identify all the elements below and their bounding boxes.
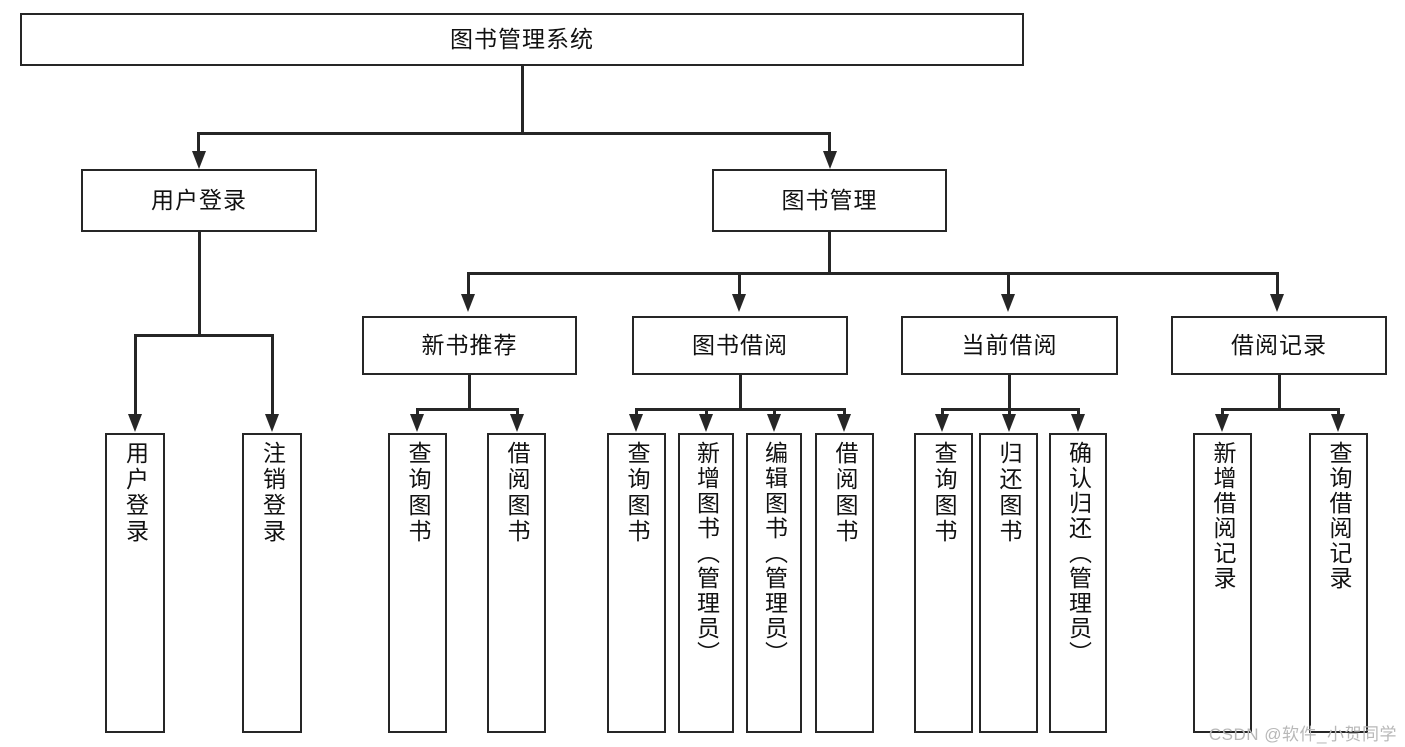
- edge-new-book-bus: [416, 408, 519, 411]
- arrow-cb-to-leaf-2: [1002, 414, 1016, 432]
- edge-bm-to-book-borrow: [738, 272, 741, 297]
- node-label: 注销登录: [259, 441, 286, 545]
- arrow-bb-to-leaf-4: [837, 414, 851, 432]
- leaf-borrow-book-new-book[interactable]: 借阅图书: [487, 433, 546, 733]
- leaf-query-book-new-book[interactable]: 查询图书: [388, 433, 447, 733]
- node-label: 新增图书（管理员）: [693, 441, 720, 666]
- edge-bb-to-leaf-3: [773, 408, 776, 417]
- edge-bb-to-leaf-4: [843, 408, 846, 417]
- node-label: 用户登录: [122, 441, 149, 545]
- edge-bm-to-new-book: [467, 272, 470, 297]
- edge-user-login-stem: [198, 232, 201, 336]
- edge-bm-to-borrow-record: [1276, 272, 1279, 297]
- edge-root-stem: [521, 66, 524, 132]
- node-label: 新增借阅记录: [1210, 441, 1236, 591]
- node-current-borrow[interactable]: 当前借阅: [901, 316, 1118, 375]
- arrow-br-to-leaf-2: [1331, 414, 1345, 432]
- node-book-borrow[interactable]: 图书借阅: [632, 316, 848, 375]
- node-borrow-record[interactable]: 借阅记录: [1171, 316, 1387, 375]
- leaf-borrow-book[interactable]: 借阅图书: [815, 433, 874, 733]
- node-label: 查询图书: [931, 441, 957, 545]
- arrow-bb-to-leaf-3: [767, 414, 781, 432]
- edge-bb-to-leaf-1: [635, 408, 638, 417]
- edge-book-borrow-stem: [739, 375, 742, 410]
- edge-user-login-to-leaf-2: [271, 334, 274, 416]
- arrow-bb-to-leaf-2: [699, 414, 713, 432]
- arrow-user-login-to-leaf-2: [265, 414, 279, 432]
- arrow-bm-to-current-borrow: [1001, 294, 1015, 312]
- arrow-root-to-user-login: [192, 151, 206, 169]
- node-label: 图书管理系统: [450, 25, 594, 52]
- arrow-cb-to-leaf-3: [1071, 414, 1085, 432]
- arrow-bm-to-book-borrow: [732, 294, 746, 312]
- edge-root-to-book-management: [828, 132, 831, 155]
- arrow-bb-to-leaf-1: [629, 414, 643, 432]
- edge-book-borrow-bus: [635, 408, 845, 411]
- node-root-book-management-system[interactable]: 图书管理系统: [20, 13, 1024, 66]
- arrow-br-to-leaf-1: [1215, 414, 1229, 432]
- node-new-book-recommend[interactable]: 新书推荐: [362, 316, 577, 375]
- node-label: 编辑图书（管理员）: [761, 441, 788, 666]
- leaf-edit-book-admin[interactable]: 编辑图书（管理员）: [746, 433, 802, 733]
- node-label: 借阅记录: [1231, 331, 1327, 358]
- edge-bb-to-leaf-2: [705, 408, 708, 417]
- edge-br-to-leaf-1: [1221, 408, 1224, 417]
- edge-current-borrow-stem: [1008, 375, 1011, 410]
- leaf-query-book-current[interactable]: 查询图书: [914, 433, 973, 733]
- arrow-nb-to-leaf-2: [510, 414, 524, 432]
- node-label: 借阅图书: [504, 441, 530, 545]
- leaf-return-book[interactable]: 归还图书: [979, 433, 1038, 733]
- edge-cb-to-leaf-2: [1008, 408, 1011, 417]
- edge-cb-to-leaf-3: [1077, 408, 1080, 417]
- node-label: 图书管理: [781, 186, 878, 213]
- edge-user-login-to-leaf-1: [134, 334, 137, 416]
- leaf-add-book-admin[interactable]: 新增图书（管理员）: [678, 433, 734, 733]
- leaf-logout[interactable]: 注销登录: [242, 433, 302, 733]
- edge-nb-to-leaf-2: [516, 408, 519, 417]
- arrow-root-to-book-management: [823, 151, 837, 169]
- edge-nb-to-leaf-1: [416, 408, 419, 417]
- leaf-user-login[interactable]: 用户登录: [105, 433, 165, 733]
- node-label: 查询图书: [624, 441, 650, 545]
- node-label: 当前借阅: [961, 331, 1058, 358]
- arrow-nb-to-leaf-1: [410, 414, 424, 432]
- edge-user-login-bus: [134, 334, 273, 337]
- node-label: 查询借阅记录: [1326, 441, 1352, 591]
- node-label: 图书借阅: [692, 331, 788, 358]
- leaf-add-borrow-record[interactable]: 新增借阅记录: [1193, 433, 1252, 733]
- leaf-query-book-borrow[interactable]: 查询图书: [607, 433, 666, 733]
- node-label: 用户登录: [151, 186, 247, 213]
- edge-root-to-user-login: [197, 132, 200, 155]
- node-label: 归还图书: [996, 441, 1022, 545]
- arrow-bm-to-new-book: [461, 294, 475, 312]
- edge-borrow-record-stem: [1278, 375, 1281, 410]
- node-label: 查询图书: [405, 441, 431, 545]
- edge-bm-to-current-borrow: [1007, 272, 1010, 297]
- edge-new-book-stem: [468, 375, 471, 410]
- edge-book-management-stem: [828, 232, 831, 274]
- edge-root-bus: [197, 132, 831, 135]
- edge-borrow-record-bus: [1221, 408, 1340, 411]
- node-label: 借阅图书: [832, 441, 858, 545]
- watermark: CSDN @软件_小贺同学: [1208, 725, 1397, 744]
- node-book-management[interactable]: 图书管理: [712, 169, 947, 232]
- arrow-user-login-to-leaf-1: [128, 414, 142, 432]
- leaf-query-borrow-record[interactable]: 查询借阅记录: [1309, 433, 1368, 733]
- arrow-cb-to-leaf-1: [935, 414, 949, 432]
- edge-br-to-leaf-2: [1337, 408, 1340, 417]
- edge-cb-to-leaf-1: [941, 408, 944, 417]
- leaf-confirm-return-admin[interactable]: 确认归还（管理员）: [1049, 433, 1107, 733]
- edge-book-management-bus: [467, 272, 1279, 275]
- node-user-login[interactable]: 用户登录: [81, 169, 317, 232]
- node-label: 新书推荐: [421, 331, 518, 358]
- node-label: 确认归还（管理员）: [1065, 441, 1092, 666]
- arrow-bm-to-borrow-record: [1270, 294, 1284, 312]
